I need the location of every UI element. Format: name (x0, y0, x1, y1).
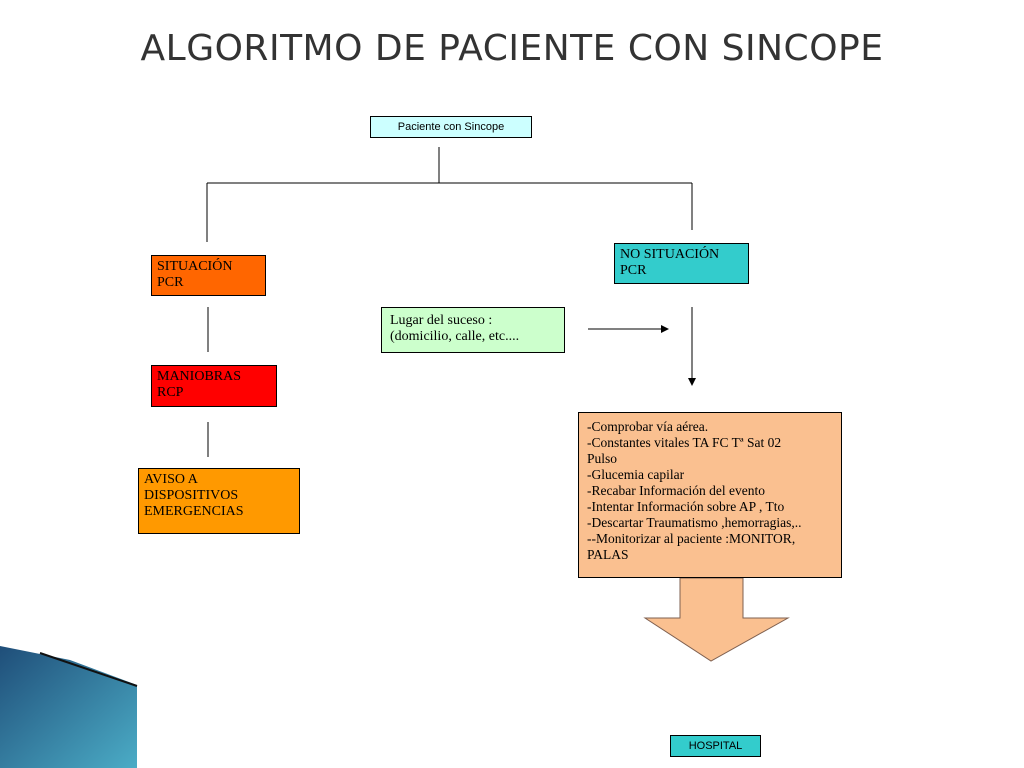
node-acciones-evaluacion: -Comprobar vía aérea. -Constantes vitale… (578, 412, 842, 578)
node-maniobras-rcp: MANIOBRAS RCP (151, 365, 277, 407)
node-aviso-dispositivos: AVISO A DISPOSITIVOS EMERGENCIAS (138, 468, 300, 534)
node-lugar-del-suceso: Lugar del suceso : (domicilio, calle, et… (381, 307, 565, 353)
node-paciente-con-sincope: Paciente con Sincope (370, 116, 532, 138)
page-title: ALGORITMO DE PACIENTE CON SINCOPE (140, 28, 884, 69)
big-down-arrow (643, 577, 790, 662)
corner-shape (0, 646, 137, 768)
node-hospital: HOSPITAL (670, 735, 761, 757)
node-situacion-pcr: SITUACIÓN PCR (151, 255, 266, 296)
node-no-situacion-pcr: NO SITUACIÓN PCR (614, 243, 749, 284)
corner-decoration (0, 646, 138, 768)
corner-edge (39, 652, 138, 687)
